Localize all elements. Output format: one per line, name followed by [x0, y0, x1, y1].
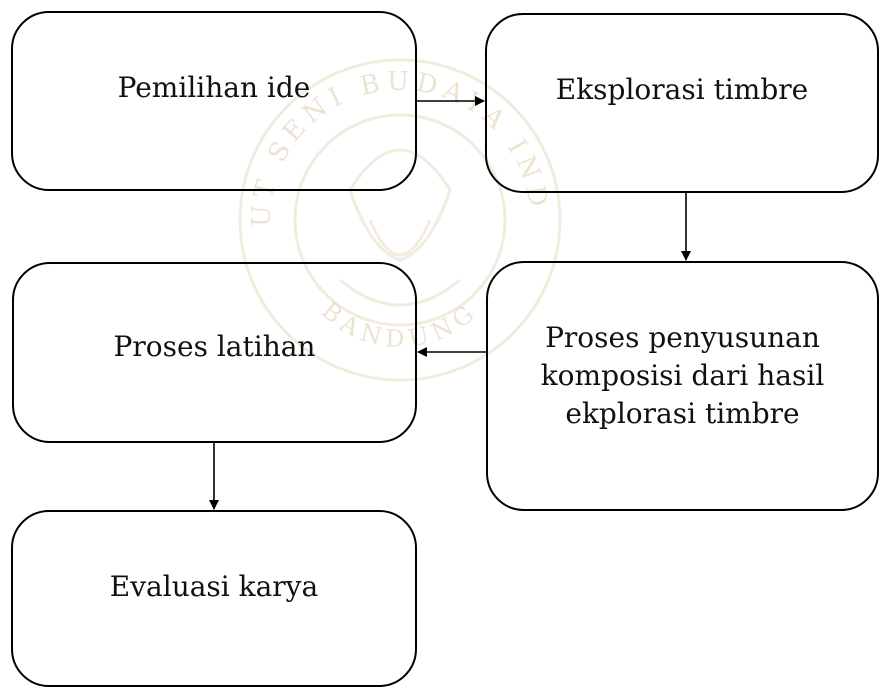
step-label-timbre: Eksplorasi timbre [555, 73, 809, 106]
step-label-practice: Proses latihan [113, 330, 316, 363]
step-label-compose-1: Proses penyusunan [545, 321, 820, 354]
step-box-evaluate: Evaluasi karya [11, 510, 417, 687]
step-label-idea: Pemilihan ide [117, 71, 311, 104]
step-box-timbre: Eksplorasi timbre [485, 13, 879, 193]
step-box-compose: Proses penyusunan komposisi dari hasil e… [486, 261, 879, 511]
step-box-idea: Pemilihan ide [11, 11, 417, 191]
step-box-practice: Proses latihan [12, 262, 417, 443]
step-label-evaluate: Evaluasi karya [109, 570, 319, 603]
step-label-compose-2: komposisi dari hasil [540, 359, 825, 392]
step-label-compose-3: ekplorasi timbre [565, 397, 800, 430]
